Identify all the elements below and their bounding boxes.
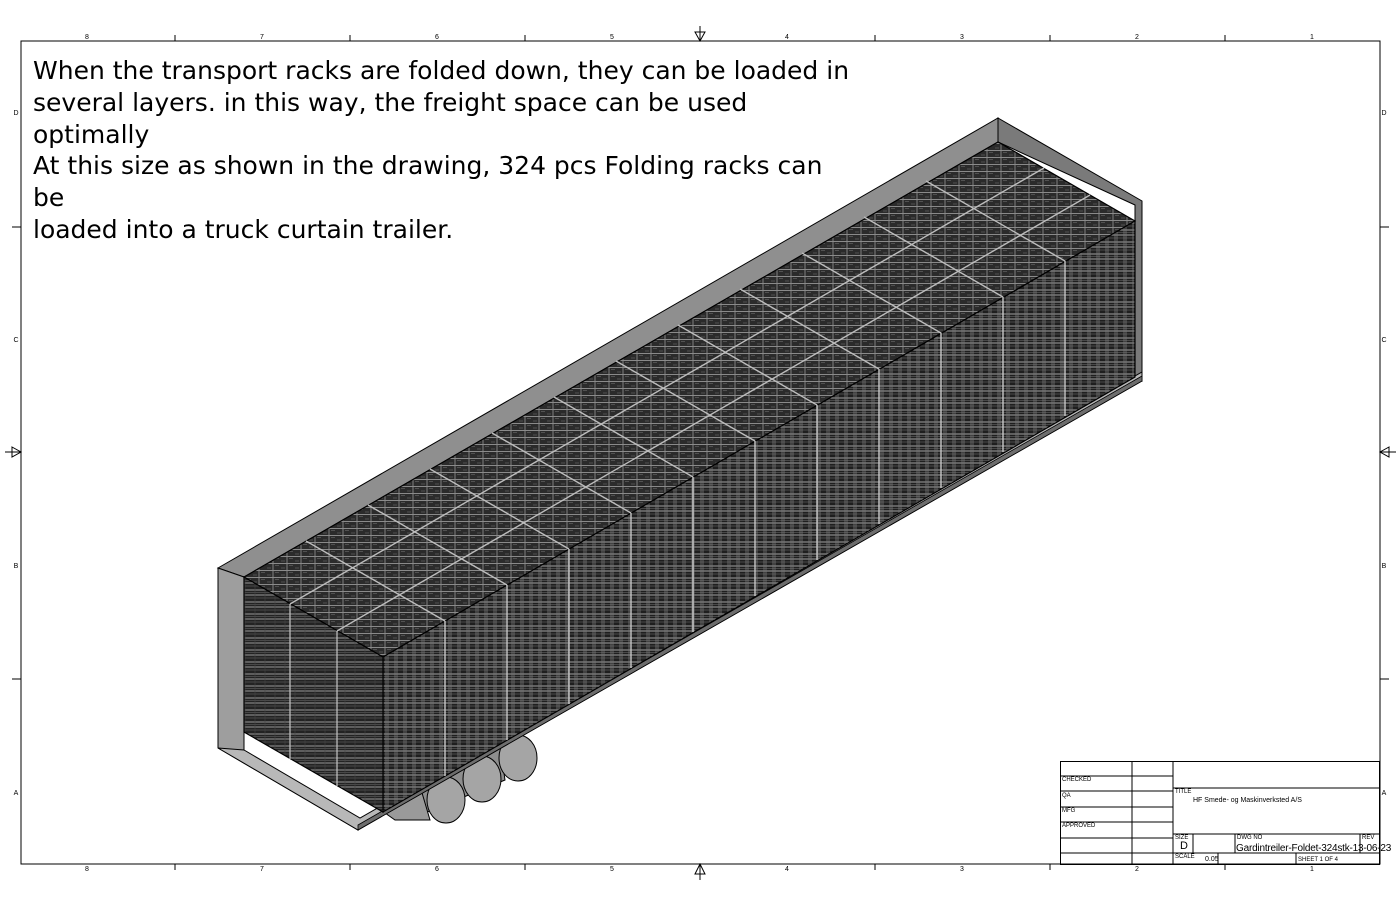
note-loading-layers: When the transport racks are folded down… [33, 55, 853, 151]
scale-label: SCALE [1175, 854, 1195, 860]
trailer-floor-edge [357, 375, 1143, 831]
zone-row-a-left: A [14, 790, 19, 797]
sheet-count: SHEET 1 OF 4 [1298, 857, 1338, 863]
zone-row-b-left: B [14, 563, 19, 570]
zone-col-3-bottom: 3 [960, 866, 964, 873]
mfg-label: MFG [1062, 808, 1076, 814]
zone-row-c-right: C [1381, 337, 1386, 344]
rev-label: REV [1362, 835, 1375, 841]
approved-label: APPROVED [1062, 823, 1096, 829]
zone-row-b-right: B [1382, 563, 1387, 570]
note-line-1: When the transport racks are folded down… [33, 56, 850, 85]
note-line-2: several layers. in this way, the freight… [33, 88, 748, 149]
zone-col-8: 8 [85, 34, 89, 41]
zone-labels-side: D C B A D C B A [13, 110, 1386, 797]
zone-col-6: 6 [435, 34, 439, 41]
zone-labels-top: 8 7 6 5 4 3 2 1 [85, 34, 1314, 41]
dwg-no-value: Gardintreiler-Foldet-324stk-13-06-23 [1236, 843, 1392, 854]
title-block: CHECKED QA MFG APPROVED TITLE HF Smede- … [1060, 761, 1391, 865]
zone-col-5: 5 [610, 34, 614, 41]
dwg-no-label: DWG NO [1237, 835, 1263, 841]
rack-top-ridges [289, 167, 1091, 632]
zone-col-6-bottom: 6 [435, 866, 439, 873]
title-block-grid [1060, 761, 1380, 865]
centering-marks [5, 26, 1396, 880]
zone-col-7-bottom: 7 [260, 866, 264, 873]
zone-col-3: 3 [960, 34, 964, 41]
zone-row-d-left: D [13, 110, 18, 117]
note-line-4: loaded into a truck curtain trailer. [33, 215, 454, 244]
trailer-drawing [216, 117, 1143, 831]
zone-col-2-bottom: 2 [1135, 866, 1139, 873]
size-label: SIZE [1175, 835, 1189, 841]
zone-row-c-left: C [13, 337, 18, 344]
rack-divisions [444, 261, 1066, 776]
note-line-3: At this size as shown in the drawing, 32… [33, 151, 823, 212]
zone-col-1-bottom: 1 [1310, 866, 1314, 873]
checked-label: CHECKED [1062, 777, 1092, 783]
company-name: HF Smede- og Maskinverksted A/S [1193, 797, 1302, 804]
zone-col-5-bottom: 5 [610, 866, 614, 873]
zone-labels-bottom: 8 7 6 5 4 3 2 1 [85, 866, 1314, 873]
rack-end-posts [289, 604, 338, 786]
zone-col-4: 4 [785, 34, 789, 41]
zone-col-8-bottom: 8 [85, 866, 89, 873]
qa-label: QA [1062, 793, 1071, 799]
zone-row-d-right: D [1381, 110, 1386, 117]
zone-row-a-right: A [1382, 790, 1387, 797]
note-capacity: At this size as shown in the drawing, 32… [33, 150, 853, 246]
zone-col-1: 1 [1310, 34, 1314, 41]
zone-col-7: 7 [260, 34, 264, 41]
zone-col-2: 2 [1135, 34, 1139, 41]
rack-stack-end [243, 575, 384, 814]
scale-value: 0.05 [1205, 856, 1219, 863]
title-label: TITLE [1175, 789, 1192, 795]
size-value: D [1180, 840, 1188, 852]
zone-col-4-bottom: 4 [785, 866, 789, 873]
